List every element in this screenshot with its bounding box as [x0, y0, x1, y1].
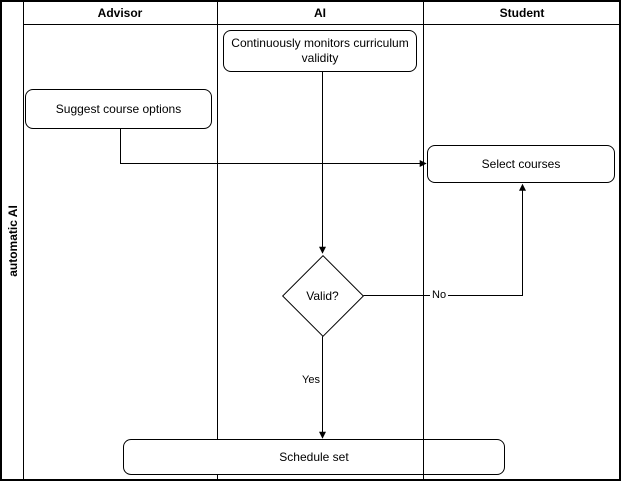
node-monitor-curriculum-label: Continuously monitors curriculum validit… [231, 36, 409, 65]
lane-header-ai: AI [314, 6, 326, 20]
node-valid-decision-label: Valid? [306, 288, 339, 303]
pool-label-text: automatic AI [5, 204, 20, 277]
node-suggest-course-options: Suggest course options [25, 89, 212, 129]
lane-header-advisor: Advisor [97, 6, 143, 20]
node-valid-decision: Valid? [281, 254, 364, 337]
node-select-courses: Select courses [427, 145, 615, 183]
node-select-courses-label: Select courses [481, 156, 561, 171]
node-schedule-set: Schedule set [123, 439, 505, 475]
node-suggest-course-options-label: Suggest course options [55, 101, 182, 116]
pool-label: automatic AI [2, 2, 23, 479]
node-monitor-curriculum: Continuously monitors curriculum validit… [223, 30, 417, 72]
node-schedule-set-label: Schedule set [279, 449, 349, 464]
edge-label-no: No [430, 289, 449, 302]
edge-label-yes: Yes [300, 374, 322, 387]
lane-header-student: Student [499, 6, 545, 20]
